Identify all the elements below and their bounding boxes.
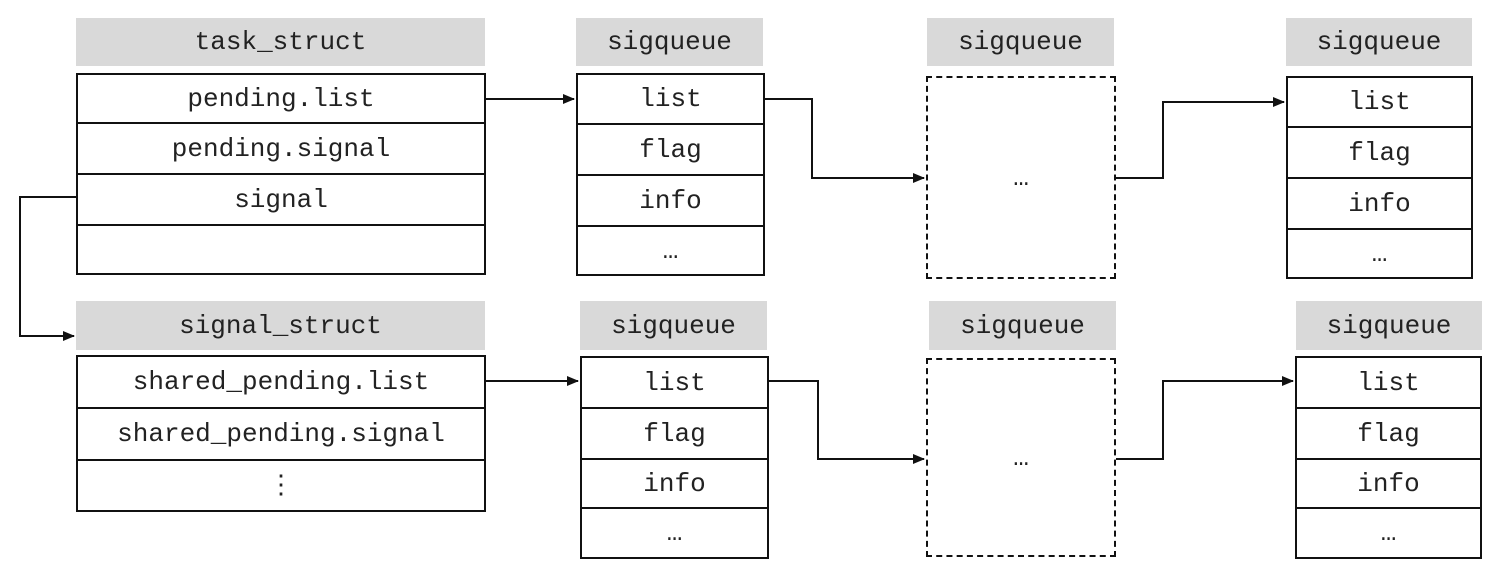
arrow-elided-to-sigqueue xyxy=(1116,97,1285,179)
field-empty xyxy=(78,226,484,273)
sigqueue-box: list flag info … xyxy=(580,356,769,559)
field-shared-pending-list: shared_pending.list xyxy=(78,357,484,409)
sigqueue-list-field: list xyxy=(578,75,763,125)
sigqueue-flag-field: flag xyxy=(578,125,763,176)
sigqueue-info-field: info xyxy=(578,176,763,227)
sigqueue-info-field: info xyxy=(582,460,767,509)
arrow-sigqueue-to-elided xyxy=(765,98,925,183)
sigqueue-elided-box: … xyxy=(926,76,1116,279)
sigqueue-more-field: … xyxy=(666,518,683,548)
sigqueue-header: sigqueue xyxy=(580,301,767,350)
field-pending-list: pending.list xyxy=(78,75,484,124)
sigqueue-header: sigqueue xyxy=(929,301,1116,350)
field-signal: signal xyxy=(78,175,484,226)
signal-struct-box: shared_pending.list shared_pending.signa… xyxy=(76,355,486,512)
task-struct-header: task_struct xyxy=(76,18,485,66)
field-pending-signal: pending.signal xyxy=(78,124,484,175)
elided-ellipsis: … xyxy=(1013,162,1029,193)
arrow-signal-to-signal-struct xyxy=(19,196,76,341)
arrow-elided-to-sigqueue-2 xyxy=(1116,376,1294,460)
sigqueue-flag-field: flag xyxy=(1297,409,1480,460)
sigqueue-more-field: … xyxy=(1380,518,1397,548)
sigqueue-box: list flag info … xyxy=(576,73,765,276)
sigqueue-list-field: list xyxy=(1297,358,1480,409)
sigqueue-header: sigqueue xyxy=(576,18,763,66)
signal-struct-header: signal_struct xyxy=(76,301,485,350)
elided-ellipsis: … xyxy=(1013,442,1029,473)
sigqueue-list-field: list xyxy=(582,358,767,409)
arrow-sigqueue-to-elided-2 xyxy=(769,380,925,464)
sigqueue-box: list flag info … xyxy=(1295,356,1482,559)
sigqueue-header: sigqueue xyxy=(1296,301,1482,350)
sigqueue-flag-field: flag xyxy=(1288,128,1471,179)
field-shared-pending-signal: shared_pending.signal xyxy=(78,409,484,461)
sigqueue-header: sigqueue xyxy=(927,18,1114,66)
field-vertical-ellipsis: ⋮ xyxy=(268,471,294,501)
sigqueue-box: list flag info … xyxy=(1286,76,1473,279)
sigqueue-flag-field: flag xyxy=(582,409,767,460)
sigqueue-info-field: info xyxy=(1297,460,1480,509)
task-struct-box: pending.list pending.signal signal xyxy=(76,73,486,275)
sigqueue-more-field: … xyxy=(1371,238,1388,269)
sigqueue-info-field: info xyxy=(1288,179,1471,230)
sigqueue-more-field: … xyxy=(662,235,679,266)
sigqueue-elided-box: … xyxy=(926,358,1116,557)
sigqueue-header: sigqueue xyxy=(1286,18,1472,66)
sigqueue-list-field: list xyxy=(1288,78,1471,128)
